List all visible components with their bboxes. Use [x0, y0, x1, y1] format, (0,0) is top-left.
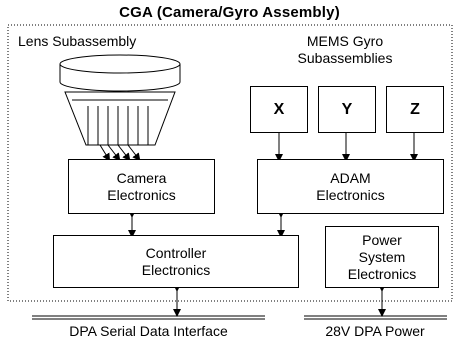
controller-electronics-line1: Controller — [145, 244, 207, 261]
mems-gyro-label: MEMS Gyro Subassemblies — [278, 33, 412, 67]
power-system-line2: System — [358, 248, 406, 265]
power-bus-lines — [304, 315, 447, 320]
serial-bus-lines — [32, 315, 265, 320]
controller-electronics-line2: Electronics — [141, 261, 211, 278]
gyro-z-box: Z — [386, 86, 444, 133]
diagram-title: CGA (Camera/Gyro Assembly) — [119, 4, 340, 21]
controller-electronics-box: Controller Electronics — [53, 235, 299, 288]
gyro-y-label: Y — [341, 101, 353, 118]
adam-electronics-box: ADAM Electronics — [257, 159, 444, 214]
adam-electronics-line2: Electronics — [316, 186, 385, 203]
dpa-power-label: 28V DPA Power — [325, 323, 425, 339]
gyro-z-label: Z — [410, 101, 420, 118]
mems-gyro-label-line1: MEMS Gyro — [306, 33, 384, 49]
light-rays — [99, 144, 141, 162]
power-system-electronics-box: Power System Electronics — [325, 226, 439, 288]
mems-gyro-label-line2: Subassemblies — [297, 50, 393, 66]
lens-icon — [59, 54, 181, 146]
gyro-y-box: Y — [318, 86, 376, 133]
gyro-x-label: X — [273, 101, 285, 118]
power-system-line3: Electronics — [347, 265, 417, 282]
camera-electronics-line2: Electronics — [107, 186, 176, 203]
camera-electronics-line1: Camera — [116, 169, 167, 186]
gyro-arrows — [275, 132, 418, 162]
cga-boundary — [7, 24, 453, 302]
lens-subassembly-label: Lens Subassembly — [18, 33, 137, 49]
power-system-line1: Power — [362, 231, 402, 248]
camera-electronics-box: Camera Electronics — [68, 159, 215, 214]
adam-electronics-line1: ADAM — [330, 169, 371, 186]
gyro-x-box: X — [250, 86, 308, 133]
dpa-serial-label: DPA Serial Data Interface — [69, 323, 228, 339]
